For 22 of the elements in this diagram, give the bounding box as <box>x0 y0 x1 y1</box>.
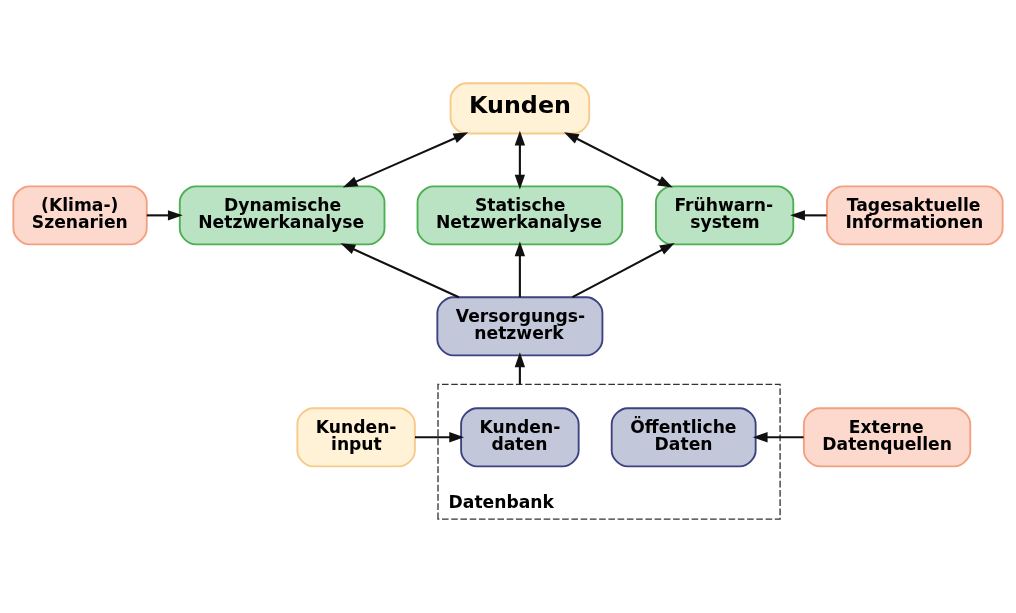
node-box: Statische Netzwerkanalyse <box>416 185 624 246</box>
node-box: Tagesaktuelle Informationen <box>826 185 1004 246</box>
arrow <box>514 352 526 385</box>
node-box: Dynamische Netzwerkanalyse <box>178 185 386 246</box>
arrow <box>514 241 526 298</box>
node-box: Frühwarn- system <box>655 185 795 246</box>
arrow <box>790 210 827 221</box>
node-box: Versorgungs- netzwerk <box>436 296 604 357</box>
node-box: Externe Datenquellen <box>802 407 972 468</box>
node-box: Kunden- daten <box>460 407 580 468</box>
arrow <box>146 210 183 221</box>
arrow <box>564 132 673 188</box>
node-box: Kunden- input <box>296 407 416 468</box>
arrow <box>414 432 465 443</box>
arrow <box>752 432 804 443</box>
node-box: Öffentliche Daten <box>610 407 757 468</box>
arrow <box>342 132 469 188</box>
arrow <box>514 130 526 190</box>
arrow <box>340 243 460 299</box>
arrow <box>571 243 675 299</box>
node-box: (Klima-) Szenarien <box>12 185 148 246</box>
node-box: Kunden <box>449 82 591 135</box>
